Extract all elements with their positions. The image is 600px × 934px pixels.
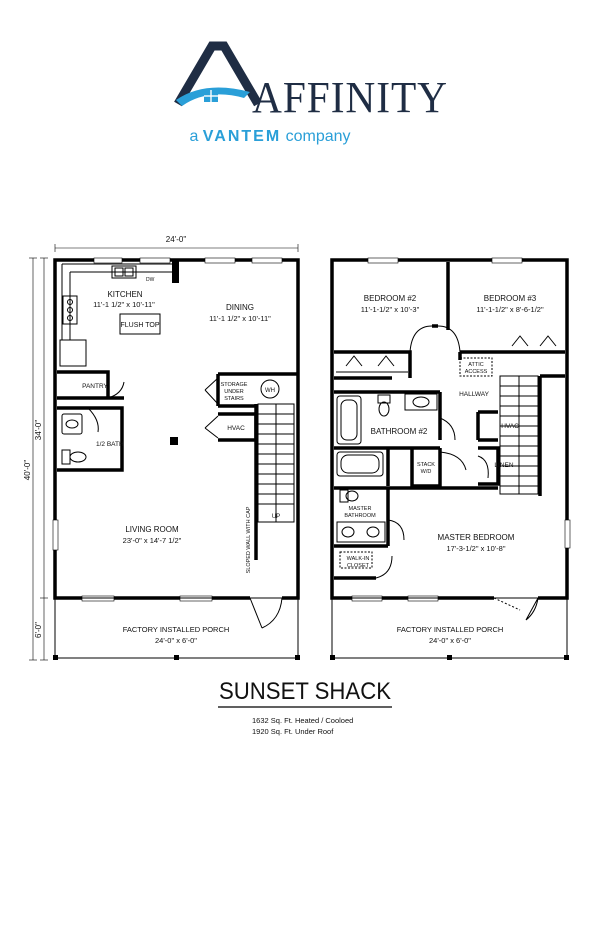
tagline-suffix: company — [286, 128, 351, 145]
overall-depth-dimension: 40'-0" — [23, 460, 32, 481]
bedroom3-size: 11'-1-1/2" x 8'-6-1/2" — [476, 305, 544, 314]
second-floor-plan: BEDROOM #2 11'-1-1/2" x 10'-3" BEDROOM #… — [330, 257, 571, 660]
attic-line2: ACCESS — [465, 369, 488, 375]
bathroom2-label: BATHROOM #2 — [371, 427, 428, 436]
first-floor-plan: 24'-0" 40'-0" 34'-0" 6'-0" DW — [23, 235, 300, 661]
bedroom2-size: 11'-1-1/2" x 10'-3" — [361, 305, 420, 314]
second-porch-size: 24'-0" x 6'-0" — [429, 636, 471, 645]
hvac-label-first: HVAC — [227, 425, 245, 432]
master-bath-line1: MASTER — [349, 506, 372, 512]
living-room-name: LIVING ROOM — [125, 525, 179, 534]
kitchen-size: 11'-1 1/2" x 10'-11" — [93, 300, 155, 309]
tagline-prefix: a — [189, 128, 198, 145]
first-porch-name: FACTORY INSTALLED PORCH — [123, 625, 230, 634]
hvac-label-second: HVAC — [501, 423, 519, 430]
dining-size: 11'-1 1/2" x 10'-11" — [209, 314, 271, 323]
walkin-line2: CLOSET — [347, 563, 370, 569]
logo-wordmark: AFFINITY — [252, 73, 448, 122]
porch-depth-dimension: 6'-0" — [34, 622, 43, 638]
staircase-second — [499, 374, 565, 496]
kitchen-name: KITCHEN — [107, 290, 142, 299]
tagline-brand: VANTEM — [203, 128, 281, 145]
affinity-logo: AFFINITY a VANTEM company — [174, 41, 448, 145]
pantry-label: PANTRY — [82, 383, 108, 390]
flush-top-island — [119, 313, 161, 335]
stack-line2: W/D — [421, 469, 432, 475]
attic-access — [459, 357, 493, 377]
svg-text:a VANTEM company: a VANTEM company — [189, 128, 350, 145]
stairs-up-label: UP — [272, 514, 280, 520]
stack-line1: STACK — [417, 462, 435, 468]
storage-line2: UNDER — [224, 389, 244, 395]
master-bedroom-name: MASTER BEDROOM — [438, 533, 515, 542]
width-dimension: 24'-0" — [166, 235, 187, 244]
flush-top-label: FLUSH TOP — [120, 322, 159, 329]
sloped-wall-label: SLOPED WALL WITH CAP — [246, 506, 252, 573]
roof-swoosh-icon — [176, 87, 250, 106]
first-floor-exterior-wall — [53, 258, 300, 600]
half-bath-label: 1/2 BATH — [96, 441, 124, 448]
plan-title: SUNSET SHACK — [219, 678, 391, 705]
master-bath-line2: BATHROOM — [344, 513, 376, 519]
staircase-first — [254, 403, 295, 560]
water-heater-label: WH — [265, 388, 275, 394]
storage-line3: STAIRS — [224, 396, 244, 402]
first-porch-size: 24'-0" x 6'-0" — [155, 636, 197, 645]
storage-line1: STORAGE — [221, 382, 248, 388]
hallway-label: HALLWAY — [459, 391, 490, 398]
spec-under-roof: 1920 Sq. Ft. Under Roof — [252, 727, 334, 736]
attic-line1: ATTIC — [468, 362, 484, 368]
dishwasher-label: DW — [146, 277, 155, 283]
bedroom3-name: BEDROOM #3 — [484, 294, 537, 303]
walkin-line1: WALK-IN — [347, 556, 370, 562]
second-porch-name: FACTORY INSTALLED PORCH — [397, 625, 504, 634]
bedroom2-name: BEDROOM #2 — [364, 294, 417, 303]
dining-name: DINING — [226, 303, 254, 312]
house-depth-dimension: 34'-0" — [34, 420, 43, 441]
spec-heated: 1632 Sq. Ft. Heated / Cooloed — [252, 716, 353, 725]
linen-label: LINEN — [494, 462, 513, 469]
title-block: SUNSET SHACK 1632 Sq. Ft. Heated / Coolo… — [218, 678, 392, 736]
living-room-size: 23'-0" x 14'-7 1/2" — [123, 536, 182, 545]
water-heater-icon — [260, 379, 280, 399]
master-bedroom-size: 17'-3-1/2" x 10'-8" — [446, 544, 505, 553]
house-roof-icon — [174, 41, 262, 107]
